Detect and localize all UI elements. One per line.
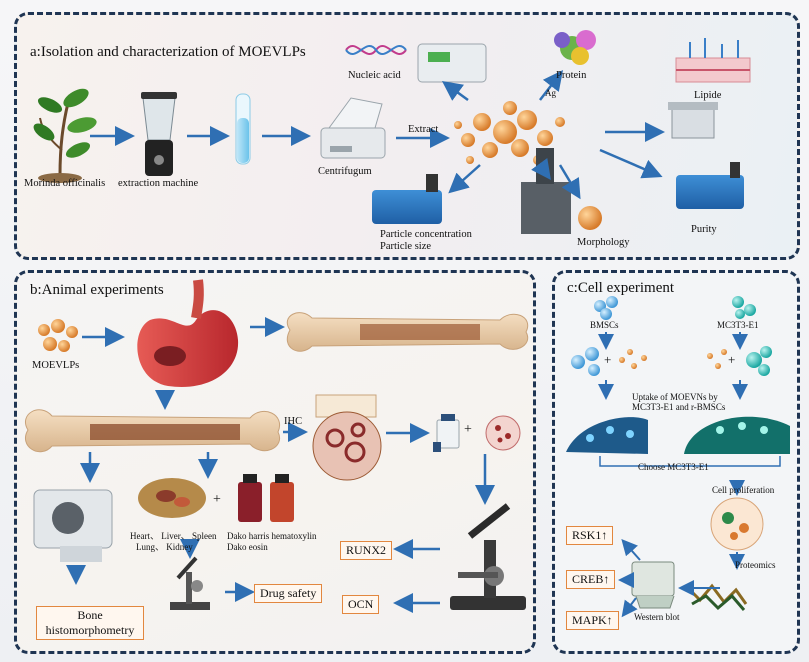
label-stain-line1: Dako harris hematoxylin	[227, 531, 317, 541]
label-proteomics: Proteomics	[735, 560, 776, 570]
particle-analyzer-image	[372, 174, 442, 224]
micro-ct-scanner-image	[33, 489, 113, 562]
label-uptake-line1: Uptake of MOEVNs by	[632, 392, 718, 402]
mc3t3-fluorescence-image	[684, 416, 790, 454]
label-nucleic-acid: Nucleic acid	[348, 70, 401, 81]
purity-analyzer-image	[676, 162, 744, 209]
label-purity: Purity	[691, 224, 717, 235]
label-moevlps: MOEVLPs	[32, 360, 80, 371]
bmsc-fluorescence-image	[566, 417, 648, 454]
panel-c-arrows	[598, 332, 748, 618]
stain-bottles-image	[238, 474, 294, 522]
label-stain-line2: Dako eosin	[227, 542, 268, 552]
label-uptake-line2: MC3T3-E1 and r-BMSCs	[632, 402, 726, 412]
proteomics-network-image	[688, 583, 748, 611]
label-western-blot: Western blot	[634, 612, 680, 622]
label-morphology: Morphology	[577, 237, 630, 248]
label-cell-proliferation: Cell proliferation	[712, 485, 775, 495]
ihc-stain-magnified	[312, 411, 382, 481]
label-morinda: Morinda officinalis	[24, 178, 106, 189]
box-bone-histomorphometry: Bone histomorphometry	[36, 606, 144, 640]
label-choose-mc3t3: Choose MC3T3-E1	[638, 462, 709, 472]
label-particle-size: Particle size	[380, 241, 432, 252]
microscope-small-image	[170, 556, 210, 610]
label-lipide: Lipide	[694, 90, 722, 101]
label-organs-line2: Lung、 Kidney	[136, 542, 193, 552]
ultrafiltration-device-image	[668, 102, 718, 139]
box-ocn: OCN	[342, 595, 380, 614]
bone-image-mid	[25, 409, 281, 453]
reagent-bottle-image	[433, 414, 460, 452]
centrifuge-image	[320, 97, 386, 159]
label-protein: Protein	[556, 70, 587, 81]
panel-b-arrows	[66, 317, 495, 613]
label-mc3t3: MC3T3-E1	[717, 320, 759, 330]
evlp-particles-cluster	[454, 101, 565, 165]
box-mapk: MAPK↑	[566, 611, 619, 630]
label-particle-concentration: Particle concentration	[380, 229, 472, 240]
choose-bracket	[599, 456, 781, 467]
analyzer-device-image	[417, 43, 487, 83]
mc3t3-uptake-image	[707, 346, 772, 376]
bmsc-uptake-image	[571, 347, 647, 376]
extraction-machine-image	[141, 92, 177, 176]
lipid-bilayer-image	[675, 38, 751, 83]
box-rsk1: RSK1↑	[566, 526, 614, 545]
moevlp-particles-b	[38, 319, 78, 352]
ihc-sample-dish	[485, 415, 521, 451]
rat-organs-image	[138, 478, 206, 518]
western-blot-device-image	[631, 561, 675, 609]
panel-a-arrows	[90, 70, 665, 200]
microscope-large-image	[450, 503, 526, 610]
bone-image-top	[287, 312, 529, 352]
panel-c-cell	[552, 270, 800, 654]
box-creb: CREB↑	[566, 570, 616, 589]
panel-c-title: c:Cell experiment	[567, 280, 675, 296]
label-centrifugum: Centrifugum	[318, 166, 372, 177]
label-extract: Extract	[408, 124, 439, 135]
bmsc-cells-image	[594, 296, 618, 320]
plus-sign-c1: +	[604, 352, 612, 367]
mc3t3-cells-image	[732, 296, 756, 319]
panel-a-title: a:Isolation and characterization of MOEV…	[30, 44, 306, 60]
label-organs-line1: Heart、 Liver、 Spleen	[130, 531, 217, 541]
label-bmscs: BMSCs	[590, 320, 619, 330]
box-drug-safety: Drug safety	[254, 584, 323, 603]
label-ihc: IHC	[284, 416, 303, 427]
plus-sign-b1: +	[464, 422, 472, 437]
box-runx2: RUNX2	[340, 541, 393, 560]
plus-sign-c2: +	[728, 352, 736, 367]
morinda-plant-image	[33, 88, 97, 183]
plus-sign-b2: +	[213, 492, 221, 507]
proliferation-dish-image	[710, 497, 764, 551]
label-ag: Ag	[545, 88, 556, 98]
panel-b-title: b:Animal experiments	[30, 282, 164, 298]
stomach-image	[137, 279, 239, 387]
nucleic-acid-image	[345, 44, 407, 56]
test-tube-image	[235, 93, 251, 165]
protein-image	[554, 30, 596, 65]
label-extraction-machine: extraction machine	[118, 178, 199, 189]
